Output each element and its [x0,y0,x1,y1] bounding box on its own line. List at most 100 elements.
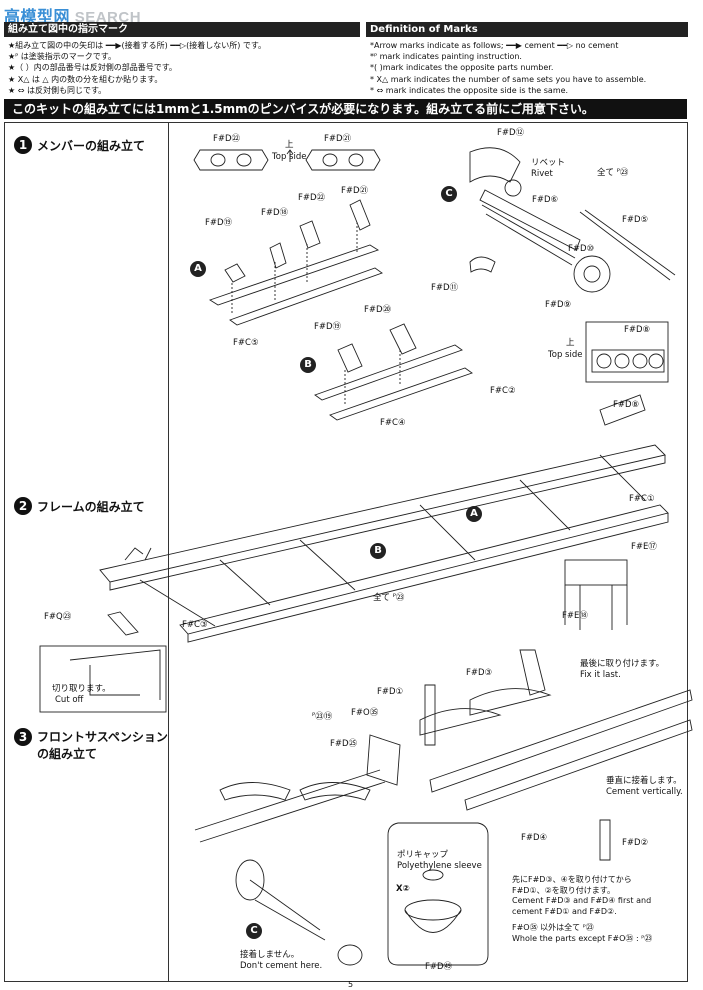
suspension-c-drawing [469,147,676,293]
label-fd21-a: F#D㉑ [341,186,369,196]
label-vertical-jp: 垂直に接着します。 [606,776,682,786]
banner-text: このキットの組み立てには1mmと1.5mmのピンバイスが必要になります。組み立て… [12,102,594,116]
polycap-inset [387,822,489,966]
marks-list-en: *Arrow marks indicate as follows; ━━▶ ce… [370,40,688,96]
label-topside2-jp: 上 [566,338,575,348]
label-nocement-jp: 接着しません。 [240,950,300,960]
step-title-line2: の組み立て [37,747,98,761]
column-divider [168,122,169,982]
label-fd49: F#D㊾ [425,962,453,972]
label-cutoff: Cut off [55,695,84,705]
front-suspension-assembly [366,559,693,861]
step-title: メンバーの組み立て [37,138,146,153]
except-jp: F#O㉟ 以外は全て ᴾ㉓ [512,923,594,932]
label-fc3: F#C③ [182,620,208,630]
label-fc2: F#C② [490,386,516,396]
watermark-logo: 高模型网 SEARCH [4,3,141,27]
label-fix-last-jp: 最後に取り付けます。 [580,659,665,669]
label-fc5: F#C⑤ [233,338,259,348]
label-fd11: F#D⑪ [431,283,459,293]
label-cutoff-jp: 切り取ります。 [52,684,111,694]
label-fd10: F#D⑩ [568,244,595,254]
marks-list-jp: ★組み立て図の中の矢印は ━━▶(接着する所) ━━▷(接着しない所) です。 … [8,40,360,96]
order-jp-1: 先にF#D③、④を取り付けてから [512,875,632,884]
assembly-order-note: 先にF#D③、④を取り付けてから F#D①、②を取り付けます。 Cement F… [512,875,651,917]
mark-note: *( )mark indicates the opposite parts nu… [370,63,554,73]
label-all-p23-frame: 全て ᴾ㉓ [373,593,405,603]
label-nocement: Don't cement here. [240,961,323,971]
label-fd19: F#D⑲ [205,218,233,228]
mark-note: *ᴾ mark indicates painting instruction. [370,52,522,62]
order-en-2: cement F#D① and F#D②. [512,906,617,916]
label-topside-jp: 上 [285,140,294,150]
label-topside2: Top side [548,350,583,360]
label-fd2: F#D② [622,838,649,848]
front-axle-assembly [194,769,386,966]
step-title-line1: フロントサスペンション [37,730,168,744]
pin-vise-banner: このキットの組み立てには1mmと1.5mmのピンバイスが必要になります。組み立て… [4,99,687,119]
marker-a: A [190,261,206,277]
frame-drawing [99,394,669,643]
label-rivet: Rivet [531,169,553,179]
marker-a-frame: A [466,506,482,522]
mark-note: * ⇔ mark indicates the opposite side is … [370,85,569,95]
label-fc1: F#C① [629,494,655,504]
except-en: Whole the parts except F#O㉟ : ᴾ㉓ [512,933,653,943]
step-2-heading: 2 フレームの組み立て [14,497,145,515]
label-fd9: F#D⑨ [545,300,572,310]
label-fd6: F#D⑥ [532,195,559,205]
parts-inset-box [585,321,669,383]
order-jp-2: F#D①、②を取り付けます。 [512,885,616,895]
cutoff-inset [39,645,167,713]
marker-c: C [441,186,457,202]
label-vertical: Cement vertically. [606,787,683,797]
watermark-en: SEARCH [74,9,142,26]
label-fd21: F#D㉑ [324,134,352,144]
instruction-frame [4,122,688,982]
page-number: 5 [348,980,354,989]
marks-header-jp: 組み立て図中の指示マーク [4,22,360,37]
part-q23 [107,611,139,636]
watermark-zh: 模型网 [20,9,71,26]
label-polycap-jp: ポリキャップ [397,850,449,860]
member-a-drawing [208,199,383,326]
marks-header-en-text: Definition of Marks [370,24,478,35]
label-polycap: Polyethylene sleeve [397,861,482,871]
mark-note: * X△ mark indicates the number of same s… [370,74,647,84]
label-fq23: F#Q㉓ [44,612,72,622]
label-fd12: F#D⑫ [497,128,525,138]
label-fd22: F#D㉒ [213,134,241,144]
label-fd1: F#D① [377,687,404,697]
marker-c-axle: C [246,923,262,939]
marker-b: B [300,357,316,373]
marker-b-frame: B [370,543,386,559]
step-number: 1 [14,136,32,154]
mark-note: *Arrow marks indicate as follows; ━━▶ ce… [370,41,619,50]
label-fd5: F#D⑤ [622,215,649,225]
label-fc4: F#C④ [380,418,406,428]
label-fd25: F#D㉕ [330,739,358,749]
mark-note: ★（ ）内の部品番号は反対側の部品番号です。 [8,63,177,73]
label-fd22-a: F#D㉒ [298,193,326,203]
marks-header-jp-text: 組み立て図中の指示マーク [8,24,128,35]
step-1-heading: 1 メンバーの組み立て [14,136,145,154]
label-fd3: F#D③ [466,668,493,678]
label-x2: X② [396,884,410,894]
step-title: フレームの組み立て [37,499,145,514]
step-3-heading: 3 フロントサスペンション の組み立て [14,728,168,762]
label-fix-last: Fix it last. [580,670,621,680]
label-fe17: F#E⑰ [631,542,657,552]
member-b-drawing [314,323,473,421]
mark-note: ★ X△ は △ 内の数の分を組むか貼ります。 [8,74,163,84]
label-fe18: F#E⑱ [562,611,588,621]
order-en-1: Cement F#D③ and F#D④ first and [512,896,652,905]
label-topside: Top side [272,152,307,162]
mark-note: ★組み立て図の中の矢印は ━━▶(接着する所) ━━▷(接着しない所) です。 [8,41,267,50]
label-fo35: F#O㉟ [351,708,379,718]
label-p19: ᴾ㉓⑲ [312,712,333,722]
crossmember-drawing-top [193,149,381,171]
label-fd18: F#D⑱ [261,208,289,218]
label-fd8: F#D⑧ [613,400,640,410]
label-fd20: F#D⑳ [364,305,392,315]
